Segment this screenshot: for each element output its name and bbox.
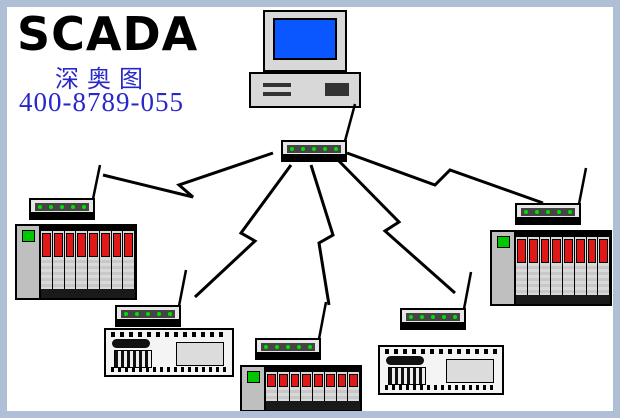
drive-slot [263, 83, 291, 87]
plc-rack-right [490, 230, 612, 306]
modem-base [402, 322, 464, 328]
modem-base [517, 217, 579, 223]
antenna-bottom-right [462, 271, 473, 310]
terminal-row-top [385, 349, 497, 354]
master-radio-modem [281, 140, 347, 162]
io-indicator-block [388, 367, 426, 385]
compact-plc-bottom-right [378, 345, 504, 395]
antenna-master [343, 103, 357, 142]
modem-led-row [35, 203, 89, 211]
wireless-link-bottom-left [193, 164, 293, 299]
plc-module-slots [41, 226, 135, 298]
compact-plc-bottom-left [104, 328, 234, 377]
wireless-link-left [102, 151, 274, 199]
wireless-link-bottom-center [309, 164, 335, 306]
io-indicator-block [114, 350, 152, 368]
plc-rack-bottom-center [240, 365, 362, 411]
modem-led-row [287, 145, 341, 153]
modem-base [257, 352, 319, 358]
phone-number: 400-8789-055 [19, 87, 184, 117]
plc-face-panel [176, 342, 224, 366]
modem-base [283, 154, 345, 160]
vent-panel [325, 83, 349, 96]
monitor-screen [273, 18, 337, 60]
remote-radio-modem-left [29, 198, 95, 220]
plc-power-supply [17, 226, 41, 298]
plc-module-slots [266, 367, 360, 410]
plc-label-strip [386, 356, 424, 365]
power-led [21, 230, 35, 242]
plc-label-strip [112, 339, 150, 348]
plc-rack-left [15, 224, 137, 300]
modem-led-row [121, 310, 175, 318]
terminal-row-bottom [111, 367, 227, 372]
computer-base-unit [249, 72, 361, 108]
remote-radio-modem-bottom-center [255, 338, 321, 360]
power-led [496, 236, 510, 248]
wireless-link-right [346, 151, 544, 205]
plc-power-supply [492, 232, 516, 304]
terminal-row-top [111, 332, 227, 337]
modem-led-row [261, 343, 315, 351]
computer-monitor [263, 10, 347, 72]
plc-power-supply [242, 367, 266, 410]
remote-radio-modem-bottom-left [115, 305, 181, 327]
antenna-left [91, 164, 102, 200]
terminal-row-bottom [385, 385, 497, 390]
remote-radio-modem-bottom-right [400, 308, 466, 330]
modem-led-row [521, 208, 575, 216]
modem-led-row [406, 313, 460, 321]
modem-base [31, 212, 93, 218]
plc-face-panel [446, 359, 494, 383]
remote-radio-modem-right [515, 203, 581, 225]
antenna-bottom-center [317, 301, 328, 340]
antenna-bottom-left [177, 269, 188, 307]
scada-title: SCADA [17, 7, 199, 61]
company-name: 深奥图 [55, 67, 151, 93]
wireless-link-bottom-right [335, 157, 456, 295]
antenna-right [577, 167, 588, 205]
power-led [246, 371, 260, 383]
drive-slot [263, 92, 291, 96]
modem-base [117, 319, 179, 325]
plc-module-slots [516, 232, 610, 304]
